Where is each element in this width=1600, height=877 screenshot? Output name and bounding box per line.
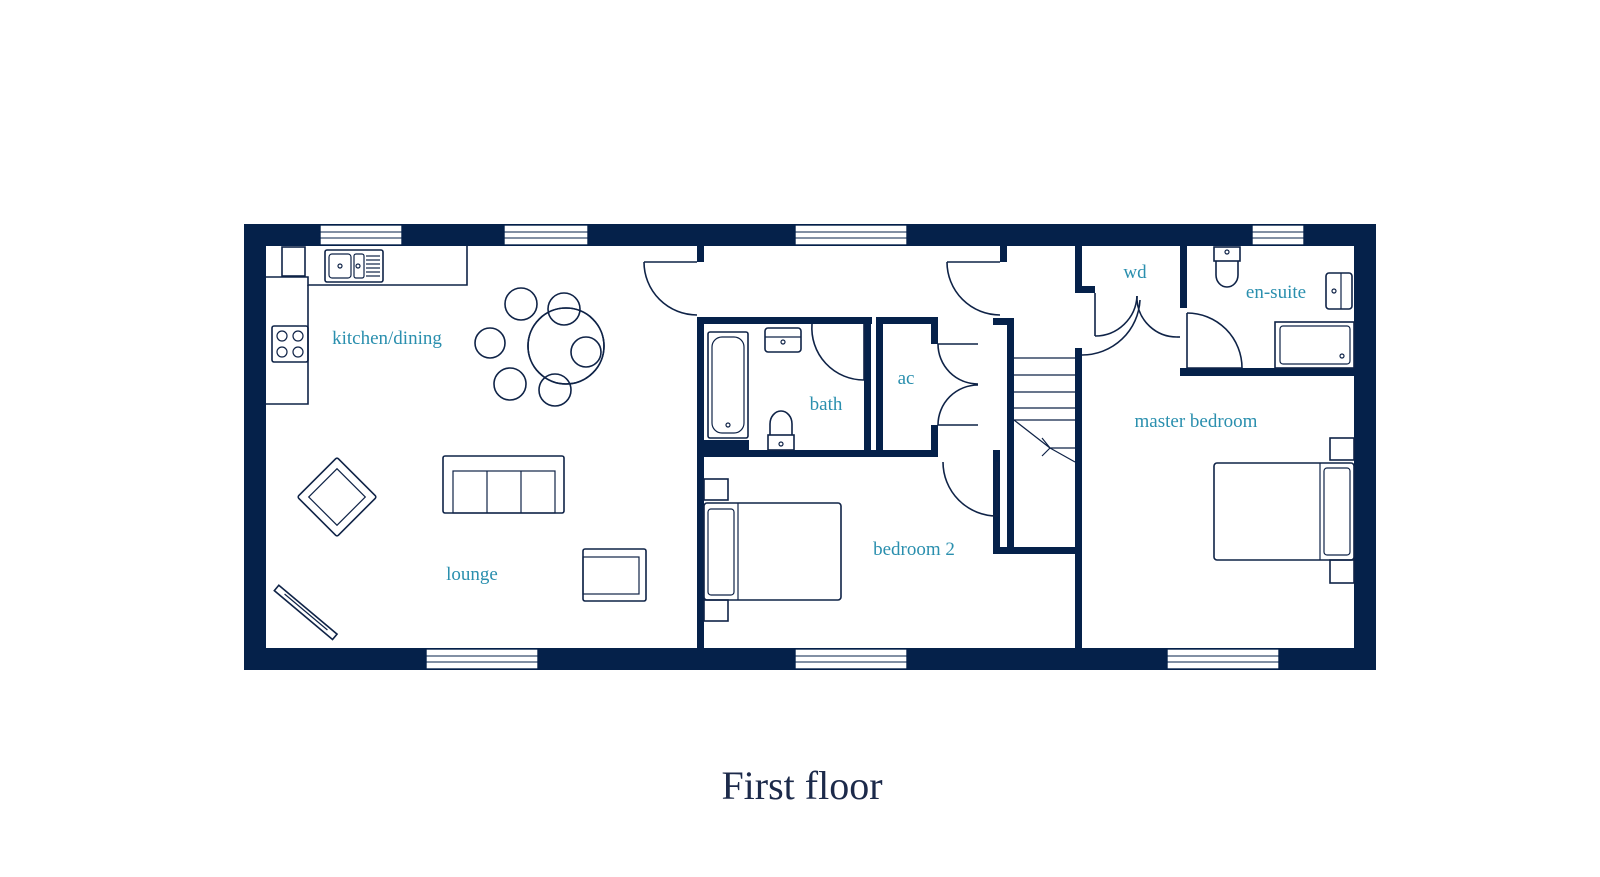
lounge-furniture [273, 455, 647, 641]
stairs [1013, 357, 1076, 463]
door-wd [1094, 293, 1180, 338]
floor-caption: First floor [721, 763, 882, 808]
armchair [582, 548, 647, 602]
window-hall [794, 224, 908, 246]
label-master-bedroom: master bedroom [1135, 411, 1258, 432]
door-bath [811, 323, 865, 381]
hob [271, 325, 309, 363]
label-kitchen-dining: kitchen/dining [332, 328, 442, 349]
window-kitchen-1 [319, 224, 403, 246]
doors [643, 261, 1243, 517]
toilet [767, 410, 795, 451]
door-ac [937, 343, 979, 426]
en-suite-basin [1325, 272, 1353, 310]
windows [319, 224, 1305, 670]
window-master-bedroom [1166, 648, 1280, 670]
label-wd: wd [1123, 262, 1147, 283]
armchair-rotated [297, 457, 377, 537]
label-ac: ac [898, 368, 915, 389]
label-lounge: lounge [446, 564, 498, 585]
sofa [442, 455, 565, 514]
kitchen-sink [324, 249, 384, 283]
label-bath: bath [810, 394, 843, 415]
bath-fixtures [707, 327, 802, 451]
en-suite-shower [1274, 321, 1355, 369]
door-en-suite [1186, 312, 1243, 369]
kitchen-units [266, 246, 468, 405]
window-lounge [425, 648, 539, 670]
room-labels: kitchen/dining lounge bath ac bedroom 2 … [332, 262, 1306, 585]
door-bedroom-2 [942, 461, 998, 517]
window-kitchen-2 [503, 224, 589, 246]
label-en-suite: en-suite [1246, 282, 1306, 303]
basin [764, 327, 802, 353]
window-bedroom-2 [794, 648, 908, 670]
master-bed [1213, 437, 1355, 584]
outer-walls [244, 224, 1376, 670]
interior-walls [697, 246, 1354, 648]
label-bedroom-2: bedroom 2 [873, 539, 955, 560]
bed-2 [703, 478, 842, 622]
door-hall [946, 261, 1001, 316]
window-en-suite [1251, 224, 1305, 246]
door-living [643, 261, 698, 316]
en-suite-fixtures [1213, 246, 1355, 369]
tv [273, 584, 339, 641]
en-suite-toilet [1213, 246, 1241, 288]
bathtub [707, 331, 749, 439]
door-master [1081, 299, 1141, 356]
dining-table [474, 287, 605, 407]
